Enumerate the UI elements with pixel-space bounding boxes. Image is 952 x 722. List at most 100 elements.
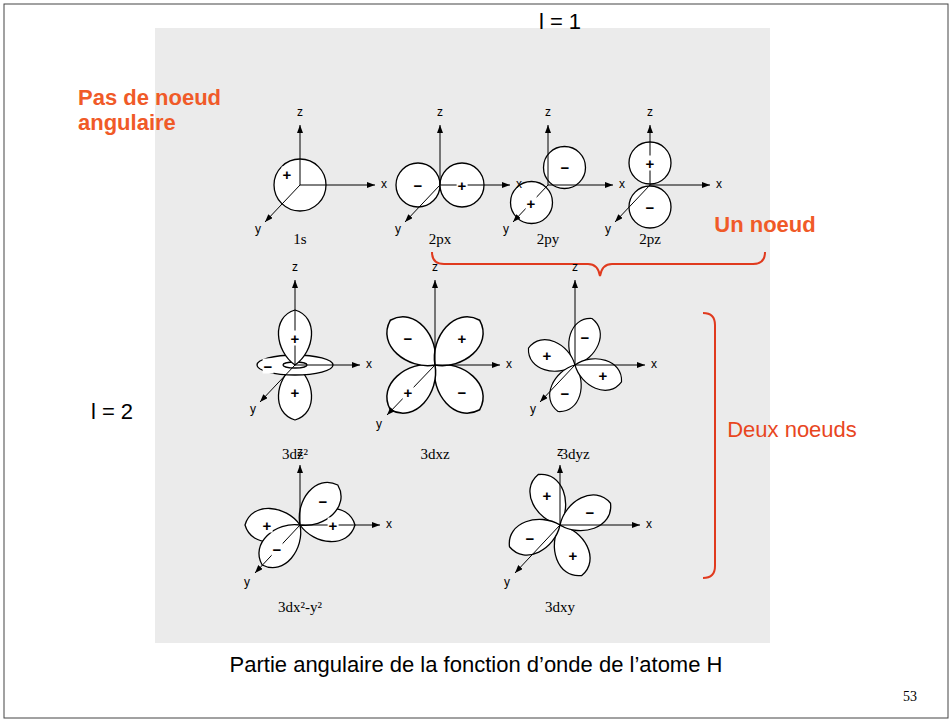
phase-sign: + xyxy=(403,385,414,400)
drawing-part xyxy=(435,365,500,366)
axes xyxy=(255,125,710,573)
phase-sign: − xyxy=(457,385,468,400)
level-label: l = 1 xyxy=(539,9,581,34)
axis-label: x xyxy=(381,178,387,192)
axis-label: x xyxy=(516,178,522,192)
phase-sign: − xyxy=(318,494,329,509)
phase-sign: + xyxy=(526,196,537,211)
axis-label: z xyxy=(437,106,443,120)
phase-sign: + xyxy=(598,368,609,383)
axis-label: y xyxy=(255,223,261,237)
phase-sign: + xyxy=(542,488,553,503)
axis-label: y xyxy=(503,223,509,237)
phase-sign: − xyxy=(585,505,596,520)
d-lobe xyxy=(288,474,350,537)
drawing-part xyxy=(300,125,301,185)
phase-sign: + xyxy=(568,548,579,563)
phase-sign: + xyxy=(542,348,553,363)
axis-label: y xyxy=(605,223,611,237)
axis-label: y xyxy=(376,418,382,432)
drawing-part xyxy=(295,280,296,365)
orbital-name: 3dxz xyxy=(420,446,449,463)
phase-sign: − xyxy=(263,359,274,374)
axis-label: y xyxy=(504,576,510,590)
p-lobe xyxy=(629,186,671,228)
note-text: Pas de noeud angulaire xyxy=(78,85,248,136)
axis-label: z xyxy=(647,106,653,120)
drawing-part xyxy=(548,185,613,186)
drawing-part xyxy=(560,465,561,525)
phase-sign: − xyxy=(525,531,536,546)
orbital-name: 3dz² xyxy=(282,446,308,463)
phase-sign: − xyxy=(560,386,571,401)
drawing-part xyxy=(440,185,510,186)
phase-sign: + xyxy=(457,178,468,193)
phase-sign: + xyxy=(290,385,301,400)
axis-label: x xyxy=(506,358,512,372)
axis-label: x xyxy=(386,518,392,532)
axis-label: z xyxy=(432,261,438,275)
drawing-part xyxy=(300,525,380,526)
drawing-part xyxy=(575,280,576,365)
d-lobe xyxy=(553,488,617,540)
level-label: l = 2 xyxy=(91,399,133,424)
axis-label: y xyxy=(530,403,536,417)
phase-sign: − xyxy=(580,330,591,345)
note-text: Deux noeuds xyxy=(727,417,857,442)
axis-label: y xyxy=(250,403,256,417)
drawing-part xyxy=(650,185,710,186)
orbital-name: 3dxy xyxy=(545,599,575,616)
phase-sign: + xyxy=(457,331,468,346)
axis-label: z xyxy=(545,106,551,120)
p-lobe xyxy=(544,147,586,189)
drawing-part xyxy=(300,185,375,186)
phase-sign: − xyxy=(272,542,283,557)
axis-label: z xyxy=(572,261,578,275)
drawing-part xyxy=(387,365,435,415)
drawing-part xyxy=(540,365,575,402)
phase-sign: + xyxy=(262,518,273,533)
drawing-part xyxy=(265,185,300,222)
phase-sign: + xyxy=(290,331,301,346)
slide-border xyxy=(4,4,948,718)
phase-sign: − xyxy=(645,200,656,215)
axis-label: x xyxy=(716,178,722,192)
axis-label: x xyxy=(646,518,652,532)
drawing-part xyxy=(515,525,560,573)
lobes xyxy=(245,142,671,582)
orbital-name: 2px xyxy=(429,231,452,248)
phase-sign: − xyxy=(413,178,424,193)
drawing-part xyxy=(440,125,441,185)
p-lobe xyxy=(396,163,440,207)
d-lobe xyxy=(503,510,567,562)
orbital-name: 3dx²-y² xyxy=(278,599,322,616)
caption: Partie angulaire de la fonction d’onde d… xyxy=(230,652,723,677)
drawing-part xyxy=(548,125,549,185)
bracket xyxy=(703,313,715,578)
drawing-part xyxy=(435,280,436,365)
axis-label: x xyxy=(651,358,657,372)
phase-sign: + xyxy=(328,518,339,533)
d-lobe xyxy=(570,351,627,396)
note-text: Un noeud xyxy=(714,212,815,237)
phase-sign: − xyxy=(403,331,414,346)
phase-sign: + xyxy=(645,156,656,171)
axis-label: x xyxy=(366,358,372,372)
phase-sign: − xyxy=(560,160,571,175)
axis-label: z xyxy=(297,106,303,120)
axis-label: x xyxy=(619,178,625,192)
drawing-part xyxy=(295,365,360,366)
axis-label: z xyxy=(292,261,298,275)
axis-label: y xyxy=(244,576,250,590)
scan-ground xyxy=(155,28,770,643)
phase-sign: + xyxy=(282,167,293,182)
drawing-part xyxy=(575,365,645,366)
axis-label: z xyxy=(557,446,563,460)
drawing-part xyxy=(300,465,301,525)
orbital-name: 2py xyxy=(537,231,560,248)
drawing-part xyxy=(560,525,640,526)
axis-label: z xyxy=(297,446,303,460)
brace xyxy=(432,252,765,276)
page-number: 53 xyxy=(903,689,917,705)
